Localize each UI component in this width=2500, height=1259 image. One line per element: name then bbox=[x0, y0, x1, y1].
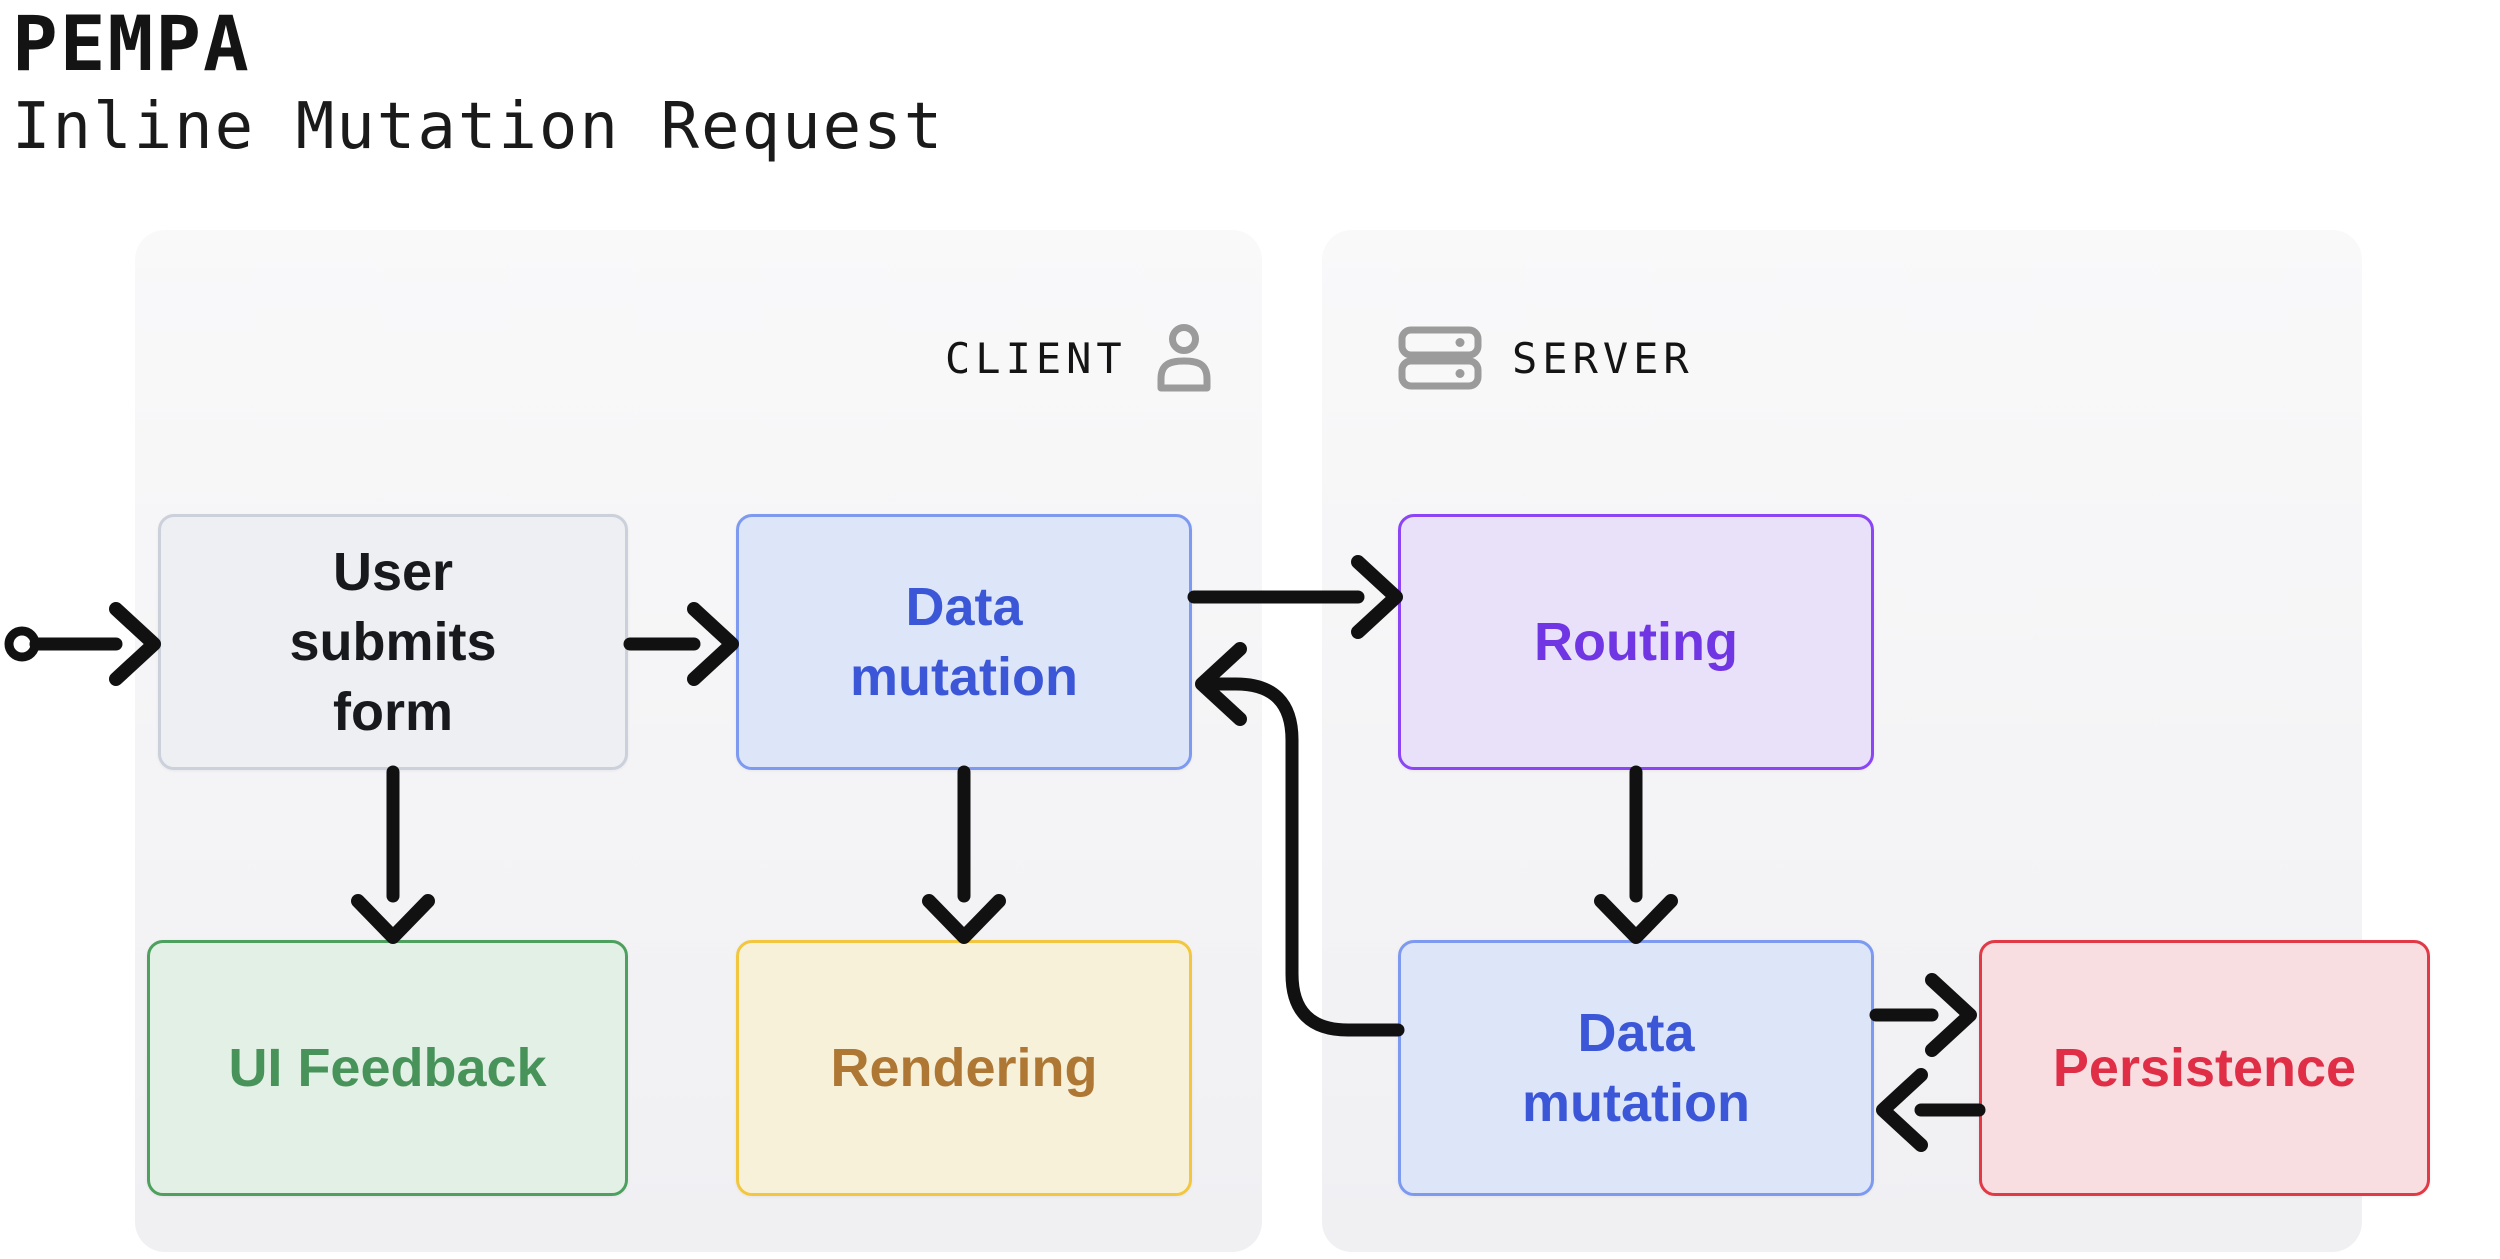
node-ui-feedback: UI Feedback bbox=[147, 940, 628, 1196]
node-rendering-label: Rendering bbox=[830, 1037, 1098, 1098]
person-icon bbox=[1157, 324, 1211, 392]
node-data-mutation-server: Data mutation bbox=[1398, 940, 1874, 1196]
node-persistence: Persistence bbox=[1979, 940, 2430, 1196]
node-data-mutation-server-label: Data mutation bbox=[1522, 1002, 1750, 1133]
edge-start-to-user-submits-form bbox=[4, 602, 161, 686]
page-title: PEMPA bbox=[12, 0, 251, 88]
node-data-mutation-client: Data mutation bbox=[736, 514, 1192, 770]
node-routing: Routing bbox=[1398, 514, 1874, 770]
node-user-submits-form-label: User submits form bbox=[289, 541, 497, 743]
page-subtitle: Inline Mutation Request bbox=[12, 90, 945, 164]
node-ui-feedback-label: UI Feedback bbox=[228, 1037, 547, 1098]
server-panel-label: SERVER bbox=[1512, 333, 1694, 383]
start-circle-icon bbox=[4, 626, 40, 662]
node-persistence-label: Persistence bbox=[2052, 1037, 2357, 1098]
node-data-mutation-client-label: Data mutation bbox=[850, 576, 1078, 707]
node-user-submits-form: User submits form bbox=[158, 514, 628, 770]
client-panel-header: CLIENT bbox=[945, 324, 1211, 392]
server-panel-header: SERVER bbox=[1398, 324, 1694, 392]
client-panel-label: CLIENT bbox=[945, 333, 1127, 383]
node-rendering: Rendering bbox=[736, 940, 1192, 1196]
node-routing-label: Routing bbox=[1534, 611, 1738, 672]
server-icon bbox=[1398, 326, 1482, 390]
